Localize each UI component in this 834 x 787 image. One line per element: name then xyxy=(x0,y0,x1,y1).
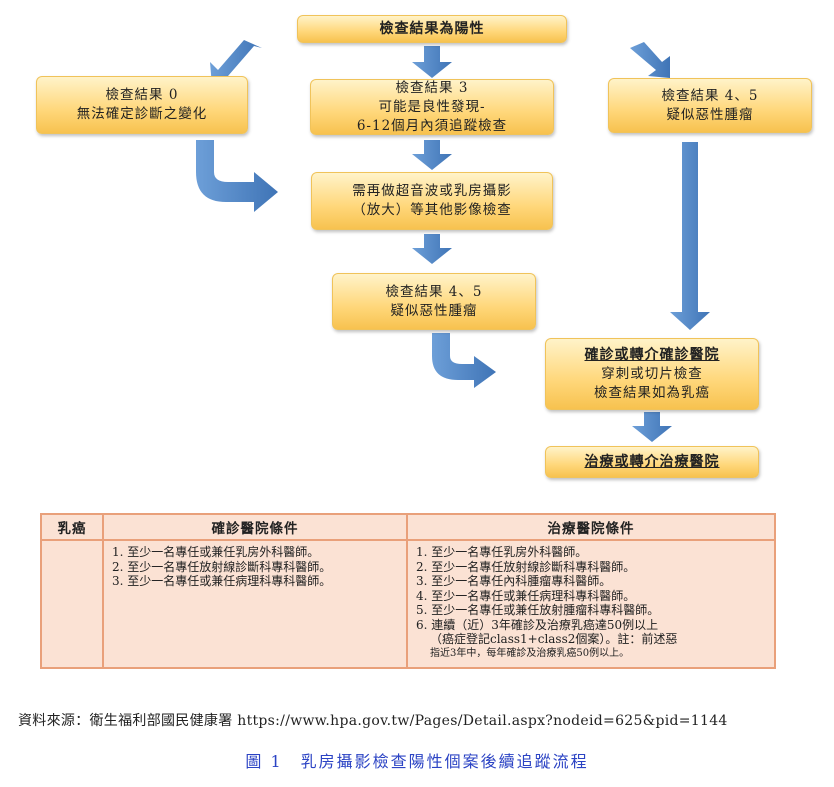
header-diagnosis-conditions: 確診醫院條件 xyxy=(102,513,408,541)
result-4-5-right-desc: 疑似惡性腫瘤 xyxy=(666,106,754,123)
box-treatment-hospital: 治療或轉介治療醫院 xyxy=(545,446,759,478)
list-item: 4. 至少一名專任或兼任病理科專科醫師。 xyxy=(416,588,636,603)
hospital-conditions-table: 乳癌 確診醫院條件 治療醫院條件 1. 至少一名專任或兼任乳房外科醫師。 2. … xyxy=(40,513,776,669)
table-row: 1. 至少一名專任或兼任乳房外科醫師。 2. 至少一名專任放射線診斷科專科醫師。… xyxy=(40,539,776,669)
list-item: 6. 連續（近）3年確診及治療乳癌達50例以上 xyxy=(416,617,659,632)
imaging-line-1: 需再做超音波或乳房攝影 xyxy=(352,183,512,199)
imaging-line-2: （放大）等其他影像檢查 xyxy=(352,202,512,218)
arrow-top-to-left xyxy=(210,40,262,86)
list-item: 2. 至少一名專任放射線診斷科專科醫師。 xyxy=(416,559,636,574)
figure-caption: 圖 1 乳房攝影檢查陽性個案後續追蹤流程 xyxy=(245,752,589,771)
list-item: 1. 至少一名專任或兼任乳房外科醫師。 xyxy=(112,545,320,559)
arrow-middle-to-imaging xyxy=(412,140,452,170)
confirm-if-cancer: 檢查結果如為乳癌 xyxy=(594,384,710,401)
list-item: （癌症登記class1+class2個案）。註：前述惡 xyxy=(430,632,678,646)
header-treatment-conditions: 治療醫院條件 xyxy=(406,513,776,541)
diagnosis-conditions-cell: 1. 至少一名專任或兼任乳房外科醫師。 2. 至少一名專任放射線診斷科專科醫師。… xyxy=(102,539,408,669)
list-item: 2. 至少一名專任放射線診斷科專科醫師。 xyxy=(112,559,332,574)
list-item: 1. 至少一名專任乳房外科醫師。 xyxy=(416,545,588,559)
treatment-note: 指近3年中，每年確診及治療乳癌50例以上。 xyxy=(430,647,630,659)
box-result-0: 檢查結果 0 無法確定診斷之變化 xyxy=(36,76,248,134)
box-positive-result: 檢查結果為陽性 xyxy=(297,15,567,43)
empty-cell xyxy=(40,539,104,669)
box-result-4-5-right: 檢查結果 4、5 疑似惡性腫瘤 xyxy=(608,78,812,133)
arrow-right-to-confirm xyxy=(670,142,710,330)
box-result-3: 檢查結果 3 可能是良性發現- 6-12個月內須追蹤檢查 xyxy=(310,79,554,135)
arrow-imaging-to-result xyxy=(412,234,452,264)
table-header-row: 乳癌 確診醫院條件 治療醫院條件 xyxy=(40,513,776,541)
arrow-left-to-imaging xyxy=(196,140,278,212)
list-item: 3. 至少一名專任內科腫瘤專科醫師。 xyxy=(416,574,612,588)
source-citation: 資料來源：衛生福利部國民健康署 https://www.hpa.gov.tw/P… xyxy=(18,713,728,729)
box-imaging: 需再做超音波或乳房攝影 （放大）等其他影像檢查 xyxy=(311,172,553,230)
result-4-5-middle-desc: 疑似惡性腫瘤 xyxy=(390,302,478,319)
arrow-top-to-right xyxy=(630,42,670,78)
result-4-5-middle-title: 檢查結果 4、5 xyxy=(385,283,483,300)
header-breast-cancer: 乳癌 xyxy=(40,513,104,541)
box-confirm-hospital: 確診或轉介確診醫院 穿刺或切片檢查 檢查結果如為乳癌 xyxy=(545,338,759,410)
treatment-conditions-list: 1. 至少一名專任乳房外科醫師。 2. 至少一名專任放射線診斷科專科醫師。 3.… xyxy=(416,545,766,660)
positive-result-text: 檢查結果為陽性 xyxy=(379,20,485,37)
confirm-biopsy: 穿刺或切片檢查 xyxy=(601,365,703,382)
result-4-5-right-title: 檢查結果 4、5 xyxy=(661,87,759,104)
treatment-conditions-cell: 1. 至少一名專任乳房外科醫師。 2. 至少一名專任放射線診斷科專科醫師。 3.… xyxy=(406,539,776,669)
box-result-4-5-middle: 檢查結果 4、5 疑似惡性腫瘤 xyxy=(332,273,536,330)
diagnosis-conditions-list: 1. 至少一名專任或兼任乳房外科醫師。 2. 至少一名專任放射線診斷科專科醫師。… xyxy=(112,545,398,589)
result-3-title: 檢查結果 3 xyxy=(395,79,469,96)
arrow-top-to-middle xyxy=(412,46,452,78)
result-0-title: 檢查結果 0 xyxy=(105,87,179,103)
result-3-desc: 可能是良性發現- xyxy=(378,98,486,115)
list-item: 5. 至少一名專任或兼任放射腫瘤科專科醫師。 xyxy=(416,603,660,617)
arrow-confirm-to-treat xyxy=(632,412,672,442)
treatment-hospital-title: 治療或轉介治療醫院 xyxy=(584,453,720,470)
result-0-desc: 無法確定診斷之變化 xyxy=(76,106,208,122)
confirm-hospital-title: 確診或轉介確診醫院 xyxy=(584,346,720,363)
arrow-result-to-confirm xyxy=(432,333,496,388)
result-3-followup: 6-12個月內須追蹤檢查 xyxy=(356,117,508,134)
list-item: 3. 至少一名專任或兼任病理科專科醫師。 xyxy=(112,574,332,588)
